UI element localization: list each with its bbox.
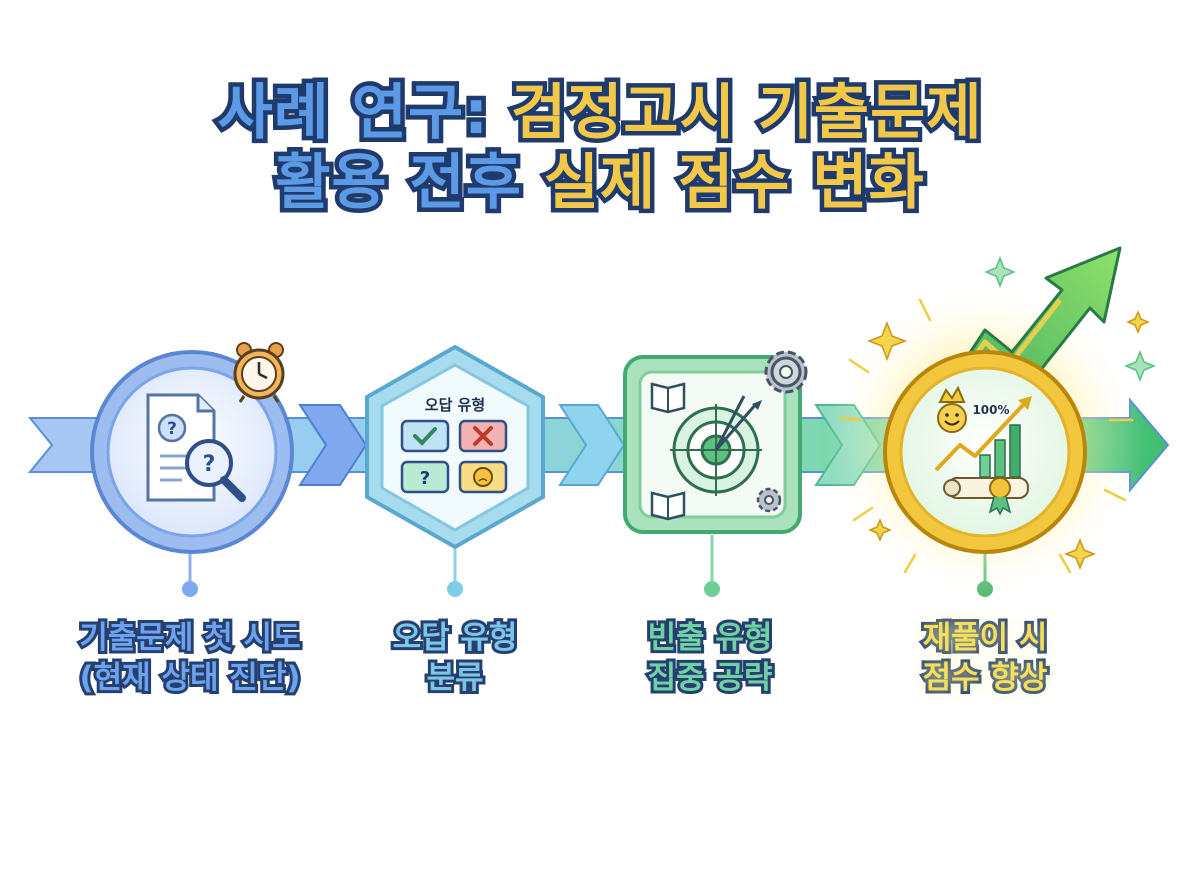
sparkle-star-icon [866, 255, 1157, 571]
title-part-blue-2: 활용 전후 [271, 144, 526, 223]
target-arrows-icon [670, 395, 762, 496]
step-4-label-line2: 점수 향상 [920, 657, 1051, 699]
svg-text:?: ? [420, 468, 430, 489]
title-line-2: 활용 전후 실제 점수 변화 [0, 144, 1200, 223]
step-4-node: 100% [825, 246, 1157, 600]
step-4-label: 재풀이 시 점수 향상 [850, 617, 1120, 699]
step-2-label-line2: 분류 [423, 657, 486, 699]
step-1-node: ? ? [90, 342, 294, 554]
svg-text:?: ? [203, 452, 216, 477]
step-1-label: 기출문제 첫 시도 (현재 상태 진단) [55, 617, 325, 699]
title-part-gold-2: 실제 점수 변화 [539, 144, 928, 223]
title-line-1: 사례 연구: 검정고시 기출문제 [0, 74, 1200, 153]
score-badge-text: 100% [972, 403, 1009, 417]
step-3-label-line2: 집중 공략 [645, 657, 776, 699]
svg-text:?: ? [167, 419, 177, 439]
title: 사례 연구: 검정고시 기출문제 활용 전후 실제 점수 변화 [0, 74, 1200, 223]
gear-icon [764, 350, 808, 394]
crown-smiley-icon [937, 385, 967, 433]
chevron-arrow-2 [558, 404, 626, 486]
step-3-node [623, 350, 808, 534]
sparkle-rays [838, 298, 1134, 574]
step-4-label-line1: 재풀이 시 [920, 617, 1051, 659]
title-part-blue-1: 사례 연구: [213, 74, 493, 153]
alarm-clock-icon [233, 342, 285, 403]
book-icon [650, 382, 686, 414]
step-2-node: 오답 유형 ? [365, 344, 545, 550]
document-magnifier-icon: ? ? [146, 393, 246, 502]
connector-3 [704, 535, 720, 597]
score-growth-icon: 100% [934, 385, 1032, 516]
error-type-grid-icon: 오답 유형 ? [400, 396, 508, 494]
step-1-label-line1: 기출문제 첫 시도 [76, 617, 303, 659]
error-type-card-title: 오답 유형 [425, 396, 485, 414]
small-gear-icon [756, 487, 782, 513]
step-2-label-line1: 오답 유형 [390, 617, 521, 659]
chevron-arrow-1 [298, 404, 368, 486]
step-1-label-line2: (현재 상태 진단) [76, 657, 303, 699]
step-3-label: 빈출 유형 집중 공략 [575, 617, 845, 699]
book-icon-2 [650, 491, 686, 521]
diploma-icon [943, 477, 1029, 516]
step-2-label: 오답 유형 분류 [320, 617, 590, 699]
title-part-gold-1: 검정고시 기출문제 [507, 74, 986, 153]
step-3-label-line1: 빈출 유형 [645, 617, 776, 659]
